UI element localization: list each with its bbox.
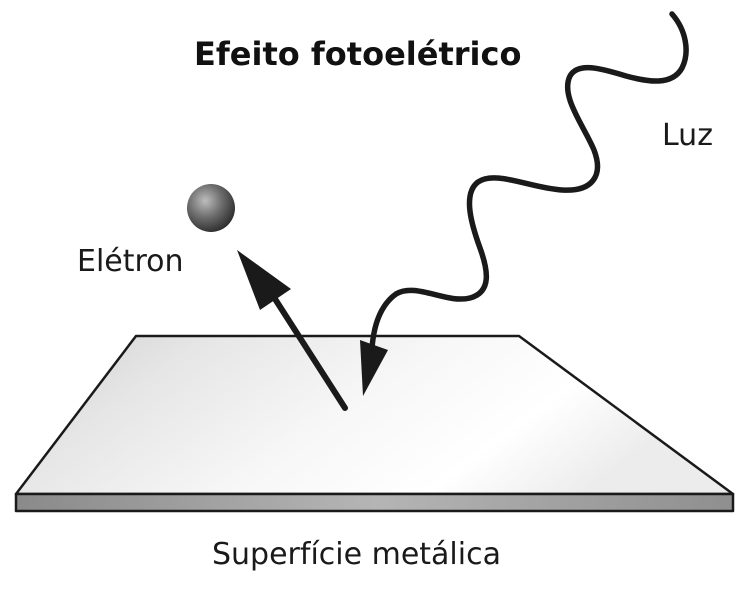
electron-arrowhead (237, 250, 291, 310)
light-arrowhead (360, 340, 388, 396)
electron-particle (187, 184, 235, 232)
surface-label: Superfície metálica (212, 537, 501, 572)
diagram-title: Efeito fotoelétrico (194, 35, 522, 73)
electron-trajectory-arrow (265, 285, 348, 411)
light-label: Luz (662, 118, 713, 153)
light-wave (369, 11, 689, 351)
metal-surface (14, 334, 735, 513)
electron-label: Elétron (77, 244, 184, 279)
metal-surface-edge (14, 492, 735, 513)
